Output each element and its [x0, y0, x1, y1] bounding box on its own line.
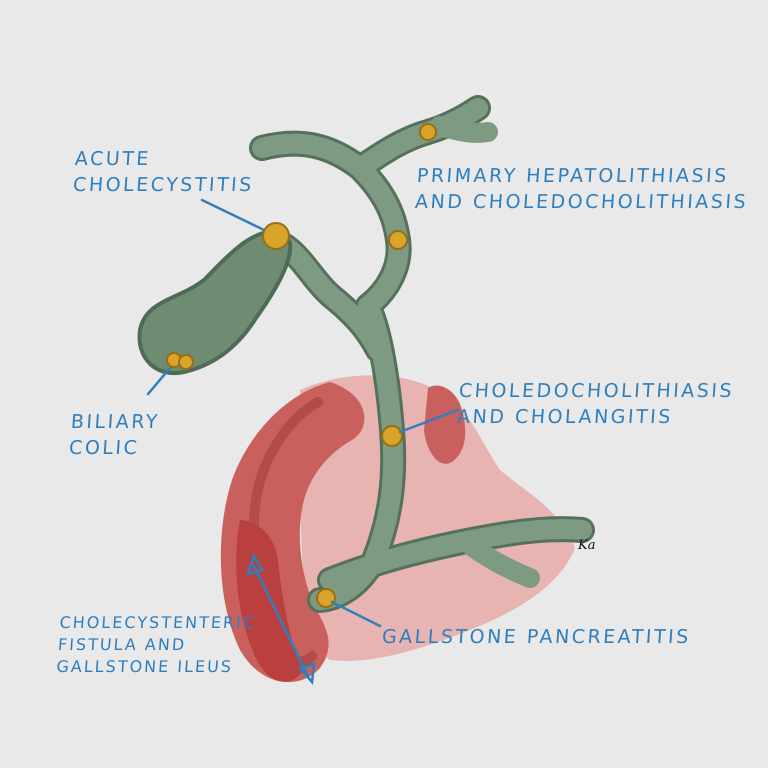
artist-signature: Ka [578, 538, 596, 553]
gallstones [166, 123, 437, 608]
pointer-choledocholithiasis [398, 408, 460, 434]
label-biliary-colic: Biliary colic [68, 411, 161, 459]
stone-hepatic-duct-upper [419, 123, 437, 141]
stone-ampulla [316, 588, 336, 608]
pointer-fistula-arrow [252, 564, 310, 678]
label-primary-hepatolithiasis: Primary hepatolithiasis and choledocholi… [414, 165, 749, 213]
duodenum-segment [424, 385, 466, 464]
pointer-gallstone-pancreatitis [330, 600, 382, 628]
pointer-acute-cholecystitis [200, 198, 266, 232]
arrowhead-bottom [297, 662, 316, 685]
arrowhead-top [246, 552, 264, 576]
stone-cystic-duct [262, 222, 290, 250]
pointer-biliary-colic [146, 366, 172, 396]
pointer-lines [146, 198, 460, 685]
pancreas [300, 375, 575, 661]
label-choledocholithiasis-cholangitis: Choledocholithiasis and cholangitis [456, 380, 735, 428]
stone-common-bile-duct [381, 425, 403, 447]
label-gallstone-pancreatitis: Gallstone pancreatitis [381, 626, 692, 648]
label-acute-cholecystitis: Acute cholecystitis [72, 148, 255, 196]
label-cholecystenteric-fistula: Cholecystenteric fistula and gallstone i… [55, 613, 257, 676]
stone-hepatic-duct [388, 230, 408, 250]
stone-gallbladder-2 [178, 354, 194, 370]
gallbladder [137, 229, 293, 376]
